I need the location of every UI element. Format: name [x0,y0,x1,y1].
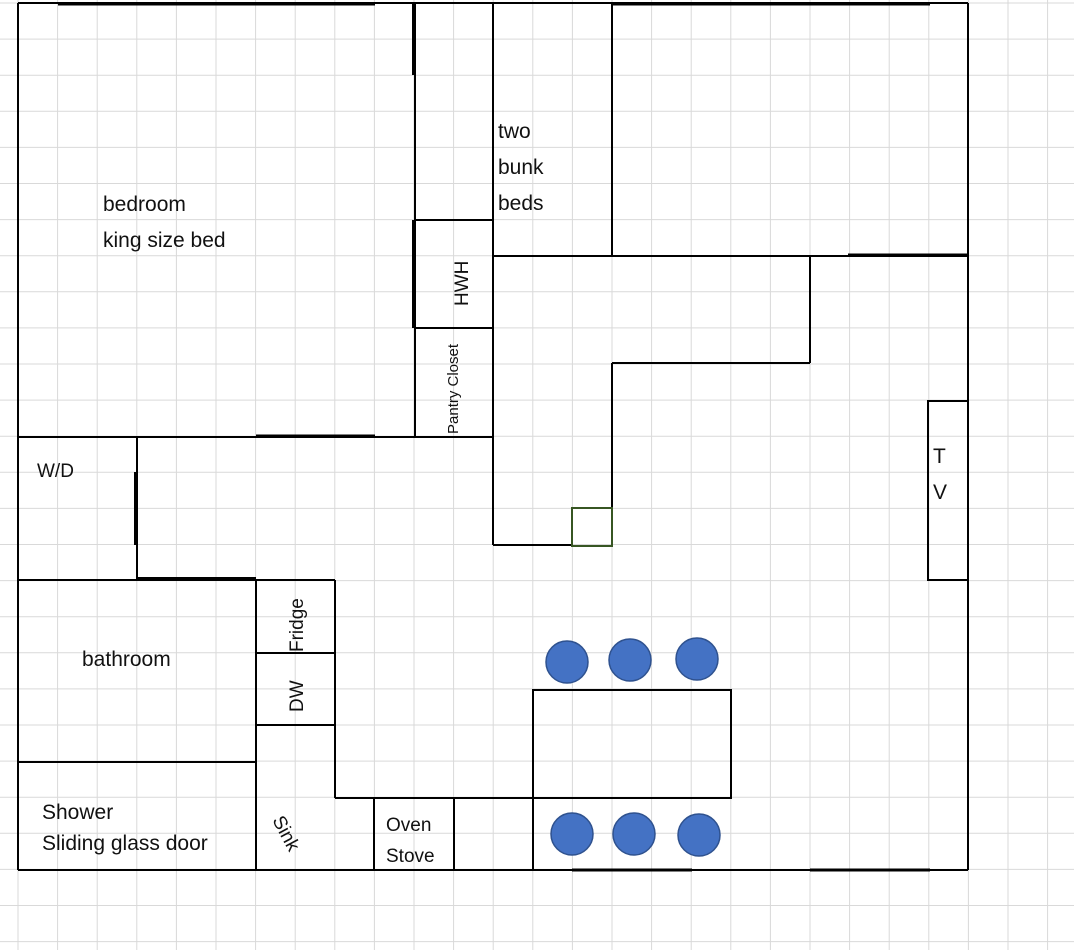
walls [17,2,969,872]
tv-label-t: T [933,445,946,468]
stool-circle [675,637,719,681]
pantry-label: Pantry Closet [445,343,462,434]
bunks-label-2: bunk [498,156,544,179]
stools [545,637,721,857]
tv-label-v: V [933,481,947,504]
sink-label: Sink [268,812,304,855]
stool-circle [677,813,721,857]
shower-label: Shower [42,801,113,824]
bunks-label-1: two [498,120,531,143]
marker-square [571,507,613,547]
oven-label: Oven [386,815,431,836]
fridge-label: Fridge [287,598,308,652]
hwh-label: HWH [452,261,473,306]
bunks-label-3: beds [498,192,544,215]
wd-label: W/D [37,461,74,482]
dining-table [532,689,732,799]
tv-unit [927,400,969,581]
stove-label: Stove [386,846,435,867]
sliding-door-label: Sliding glass door [42,832,208,855]
bed-label: king size bed [103,229,226,252]
bedroom-label: bedroom [103,193,186,216]
stool-circle [608,638,652,682]
stool-circle [545,640,589,684]
bathroom-label: bathroom [82,648,171,671]
stool-circle [550,812,594,856]
dw-label: DW [287,680,308,712]
stool-circle [612,812,656,856]
